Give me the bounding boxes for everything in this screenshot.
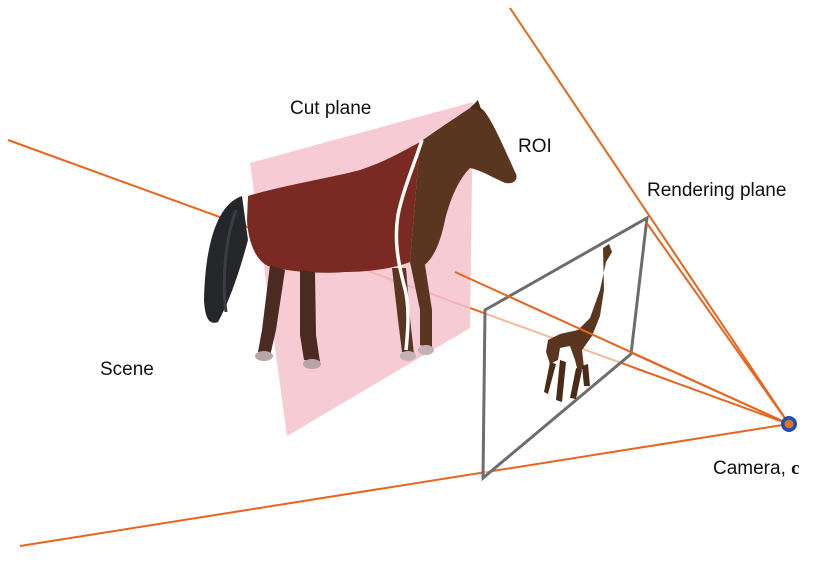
cut-plane-label: Cut plane [290,98,371,120]
camera-point-icon [781,416,797,432]
ray-to-plane-top [646,222,789,424]
camera-label-text: Camera, [713,458,786,479]
roi-label: ROI [518,136,552,158]
camera-symbol: c [791,458,799,479]
ray-bottom-outer [20,424,789,546]
camera-label: Camera, c [713,458,800,480]
scene-label: Scene [100,359,154,381]
rendering-plane-label: Rendering plane [647,180,786,202]
